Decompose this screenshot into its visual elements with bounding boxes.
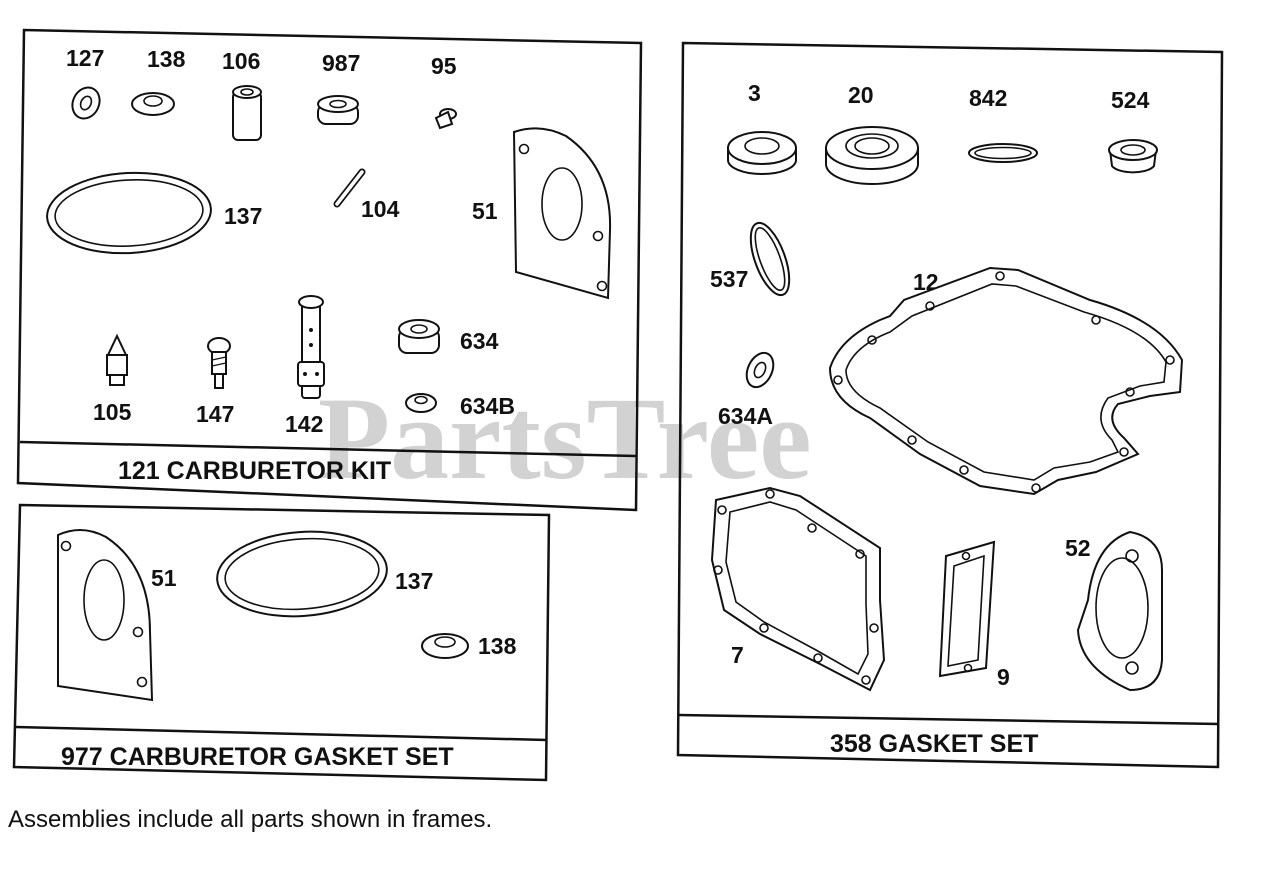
label-138: 138 — [147, 46, 186, 72]
part-52-gasket — [1076, 530, 1163, 692]
frame-carburetor-kit-divider — [19, 440, 638, 458]
part-634b-washer — [405, 393, 437, 413]
part-524-plug — [1108, 139, 1158, 174]
part-137-ring — [46, 171, 212, 255]
part-51-gasket — [512, 127, 612, 300]
label-138-b: 138 — [478, 633, 517, 659]
part-634-bushing — [398, 319, 440, 354]
label-51-b: 51 — [151, 565, 177, 591]
frame-carburetor-kit-caption: 121 CARBURETOR KIT — [118, 457, 391, 485]
label-137: 137 — [224, 203, 262, 229]
label-7: 7 — [731, 642, 744, 668]
label-52: 52 — [1065, 535, 1091, 561]
label-524: 524 — [1111, 87, 1150, 113]
part-137-ring-b — [216, 530, 388, 618]
part-537-o-ring — [749, 221, 791, 297]
part-3-oil-seal — [727, 131, 797, 175]
part-51-gasket-b — [57, 529, 154, 702]
part-842-o-ring — [968, 143, 1038, 163]
part-95-screw — [434, 108, 457, 130]
frame-carburetor-gasket-set-caption: 977 CARBURETOR GASKET SET — [61, 743, 454, 771]
frame-carburetor-kit: 121 CARBURETOR KIT 127 138 106 987 95 13… — [16, 28, 643, 512]
part-634a-washer — [745, 351, 775, 389]
frame-gasket-set: 358 GASKET SET 3 20 842 524 537 12 634A … — [676, 41, 1224, 769]
label-127: 127 — [66, 45, 104, 71]
part-987-bushing — [317, 95, 359, 125]
frame-358-border — [676, 41, 1224, 769]
part-127-washer — [71, 86, 101, 120]
label-95: 95 — [431, 53, 457, 79]
frame-gasket-set-caption: 358 GASKET SET — [830, 730, 1038, 758]
label-142: 142 — [285, 411, 323, 437]
part-12-crankcase-gasket — [828, 266, 1184, 496]
label-634: 634 — [460, 328, 499, 354]
label-634a: 634A — [718, 403, 773, 429]
part-138-seal — [131, 92, 175, 116]
label-987: 987 — [322, 50, 360, 76]
label-842: 842 — [969, 85, 1007, 111]
label-147: 147 — [196, 401, 234, 427]
part-138-seal-b — [421, 633, 469, 659]
label-9: 9 — [997, 664, 1010, 690]
frame-gasket-set-border — [12, 503, 551, 782]
part-142-emulsion-tube — [297, 295, 325, 399]
footnote: Assemblies include all parts shown in fr… — [8, 806, 493, 833]
part-20-oil-seal — [825, 126, 919, 185]
label-3: 3 — [748, 80, 761, 106]
frame-gasket-set-divider — [15, 725, 548, 742]
part-104-pin — [333, 168, 366, 208]
label-51: 51 — [472, 198, 498, 224]
frame-carburetor-kit-border — [16, 28, 643, 512]
part-9-rect-gasket — [938, 540, 996, 678]
frame-carburetor-gasket-set: 977 CARBURETOR GASKET SET 51 137 138 — [12, 503, 551, 782]
label-137-b: 137 — [395, 568, 433, 594]
part-106-sleeve — [232, 85, 262, 141]
label-105: 105 — [93, 399, 132, 425]
label-20: 20 — [848, 82, 874, 108]
part-105-needle-valve — [106, 333, 128, 386]
label-634b: 634B — [460, 393, 515, 419]
label-106: 106 — [222, 48, 260, 74]
label-537: 537 — [710, 266, 748, 292]
watermark: PartsTree TM — [318, 373, 945, 504]
watermark-text: PartsTree — [318, 373, 812, 504]
label-104: 104 — [361, 196, 400, 222]
frame-358-divider — [678, 713, 1220, 726]
part-147-screw — [207, 337, 231, 389]
part-7-head-gasket — [710, 486, 886, 692]
